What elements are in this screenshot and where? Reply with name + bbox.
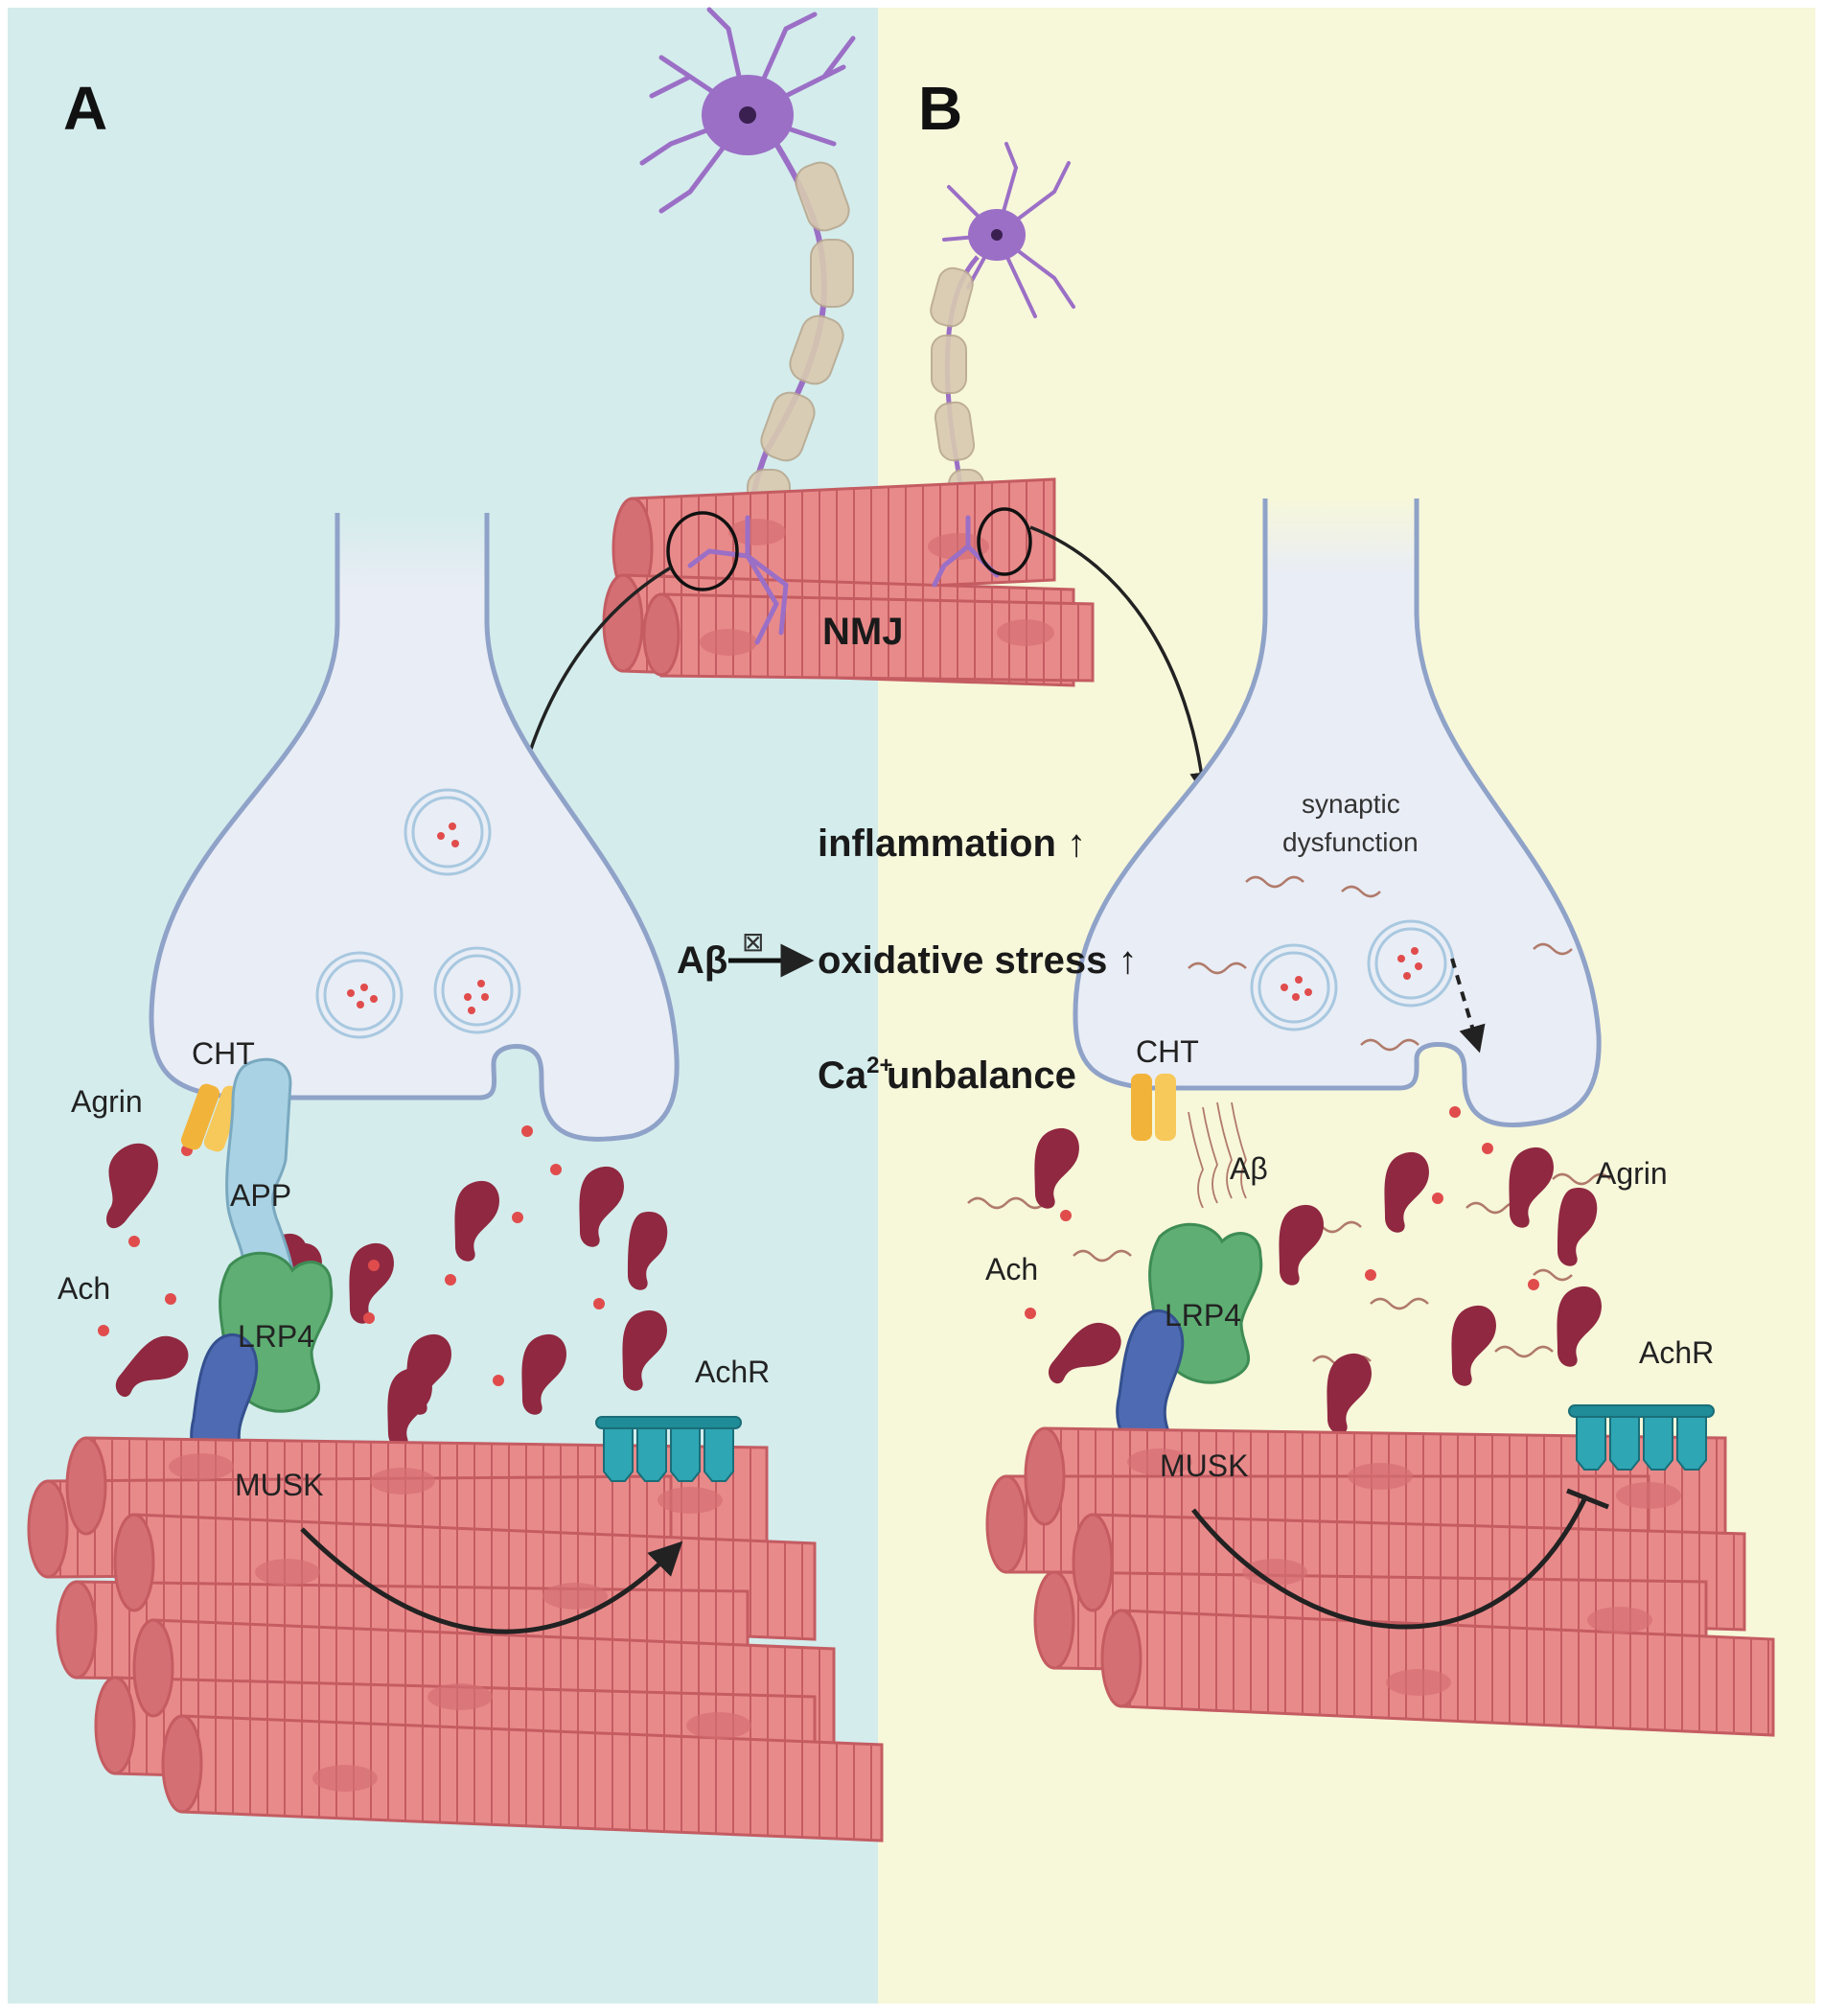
effect-inflammation: inflammation ↑ — [818, 823, 1086, 865]
effect-oxidative-stress: oxidative stress ↑ — [818, 939, 1138, 982]
nmj-muscle-fibers — [602, 477, 1095, 687]
cht-label-b: CHT — [1136, 1034, 1199, 1069]
musk-achr-inhibition-curve-b — [1191, 1494, 1589, 1630]
achr-label-a: AchR — [695, 1355, 770, 1389]
ca-superscript: 2+ — [866, 1053, 892, 1078]
musk-label-a: MUSK — [235, 1468, 323, 1502]
achr-receptors-a — [595, 1416, 742, 1482]
nmj-highlight-circle-b — [977, 507, 1032, 576]
ach-label-b: Ach — [985, 1252, 1038, 1286]
effect-ca-unbalance: unbalance — [887, 1054, 1076, 1097]
achr-receptors-b — [1568, 1404, 1715, 1471]
nmj-nerve-endings — [687, 515, 1000, 645]
center-abeta-label: Aβ — [677, 939, 727, 982]
panel-b-letter: B — [918, 74, 962, 143]
cht-label-a: CHT — [192, 1036, 255, 1071]
ca-base: Ca — [818, 1054, 867, 1097]
presynaptic-terminal-a — [149, 513, 680, 1142]
app-label-a: APP — [230, 1178, 291, 1213]
musk-achr-signal-arrow-a — [300, 1527, 683, 1634]
panel-a-letter: A — [63, 74, 107, 143]
agrin-molecules-b — [1034, 1127, 1602, 1434]
vesicle-release-dashed-arrow — [1450, 958, 1486, 1054]
abeta-fibrils-b — [967, 875, 1611, 1368]
agrin-label-b: Agrin — [1596, 1156, 1668, 1191]
synaptic-vesicles-a — [315, 788, 521, 1039]
nmj-label: NMJ — [822, 611, 903, 653]
zoom-arrow-b — [1029, 525, 1213, 797]
zoom-arrow-a — [514, 566, 672, 788]
effect-ca-element: Ca2+ — [818, 1053, 893, 1097]
synaptic-dysfunction-label-line1: synaptic — [1302, 789, 1400, 819]
muscle-bundle-b — [985, 1426, 1775, 1737]
synaptic-vesicles-b — [1250, 919, 1455, 1031]
agrin-label-a: Agrin — [71, 1084, 143, 1119]
ach-dots-b — [1025, 1106, 1539, 1319]
abeta-arrow-glyph: ⊠ — [742, 927, 764, 957]
synaptic-dysfunction-label-line2: dysfunction — [1282, 827, 1419, 857]
ach-label-a: Ach — [58, 1271, 110, 1306]
musk-label-b: MUSK — [1160, 1448, 1248, 1483]
inhibition-bar-b — [1566, 1488, 1609, 1510]
lrp4-label-b: LRP4 — [1165, 1298, 1241, 1332]
abeta-label-b: Aβ — [1230, 1151, 1268, 1186]
nmj-highlight-circle-a — [666, 511, 739, 591]
muscle-bundle-a — [27, 1436, 884, 1842]
achr-label-b: AchR — [1639, 1335, 1714, 1370]
cht-transporter-b — [1131, 1074, 1176, 1141]
lrp4-label-a: LRP4 — [238, 1319, 314, 1354]
neuron-a — [639, 7, 856, 576]
